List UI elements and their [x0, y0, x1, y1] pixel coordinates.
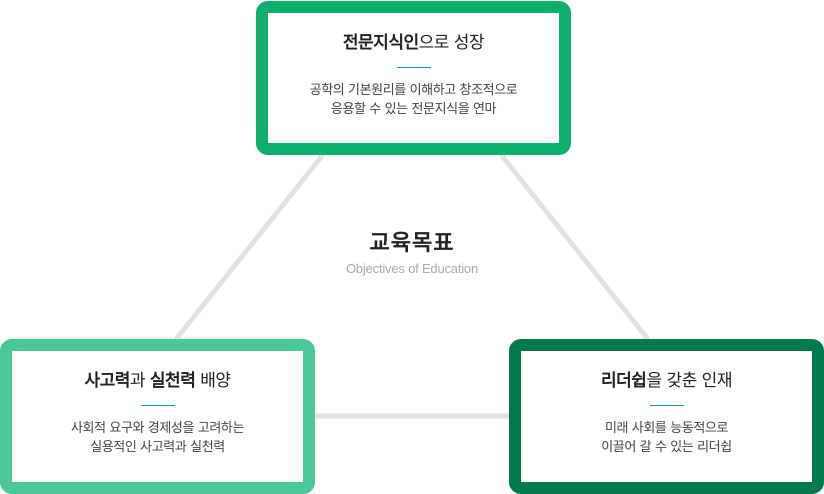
goal-title-bold: 사고력 — [84, 371, 130, 391]
goal-description-line: 응용할 수 있는 전문지식을 연마 — [330, 102, 497, 117]
goal-title-leadership: 리더쉽을 갖춘 인재 — [521, 369, 812, 393]
center-title: 교육목표 — [369, 231, 455, 256]
goal-title-rest: 배양 — [195, 371, 231, 391]
goal-title-bold: 실천력 — [149, 371, 196, 391]
goal-title-rest: 과 — [129, 371, 150, 391]
goal-description-line: 사회적 요구와 경제성을 고려하는 — [70, 421, 245, 436]
goal-title-expertise: 전문지식인으로 성장 — [268, 31, 559, 55]
connector-top-right — [499, 153, 650, 341]
connector-top-left — [174, 153, 325, 341]
goal-title-bold: 전문지식인 — [342, 33, 419, 53]
goal-description-line: 실용적인 사고력과 실천력 — [90, 440, 225, 455]
goal-title-thinking: 사고력과 실천력 배양 — [12, 369, 303, 393]
goal-description-thinking: 사회적 요구와 경제성을 고려하는 실용적인 사고력과 실천력 — [12, 419, 303, 457]
goal-description-expertise: 공학의 기본원리를 이해하고 창조적으로 응용할 수 있는 전문지식을 연마 — [268, 81, 559, 119]
goal-title-bold: 리더쉽 — [601, 371, 647, 391]
goal-title-rest: 을 갖춘 인재 — [646, 371, 732, 391]
goal-description-line: 미래 사회를 능동적으로 — [604, 421, 729, 436]
center-subtitle: Objectives of Education — [346, 261, 478, 276]
goal-box-leadership: 리더쉽을 갖춘 인재 미래 사회를 능동적으로 이끌어 갈 수 있는 리더쉽 — [509, 339, 824, 494]
goal-divider — [140, 405, 175, 406]
goal-divider — [649, 405, 684, 406]
goal-box-expertise: 전문지식인으로 성장 공학의 기본원리를 이해하고 창조적으로 응용할 수 있는… — [256, 1, 571, 155]
goal-box-thinking: 사고력과 실천력 배양 사회적 요구와 경제성을 고려하는 실용적인 사고력과 … — [0, 339, 315, 494]
diagram-center-label: 교육목표 Objectives of Education — [300, 230, 524, 278]
goal-divider — [396, 67, 431, 68]
goal-description-line: 이끌어 갈 수 있는 리더쉽 — [601, 440, 732, 455]
goal-description-leadership: 미래 사회를 능동적으로 이끌어 갈 수 있는 리더쉽 — [521, 419, 812, 457]
goal-description-line: 공학의 기본원리를 이해하고 창조적으로 — [309, 83, 518, 98]
goal-title-rest: 으로 성장 — [418, 33, 485, 53]
